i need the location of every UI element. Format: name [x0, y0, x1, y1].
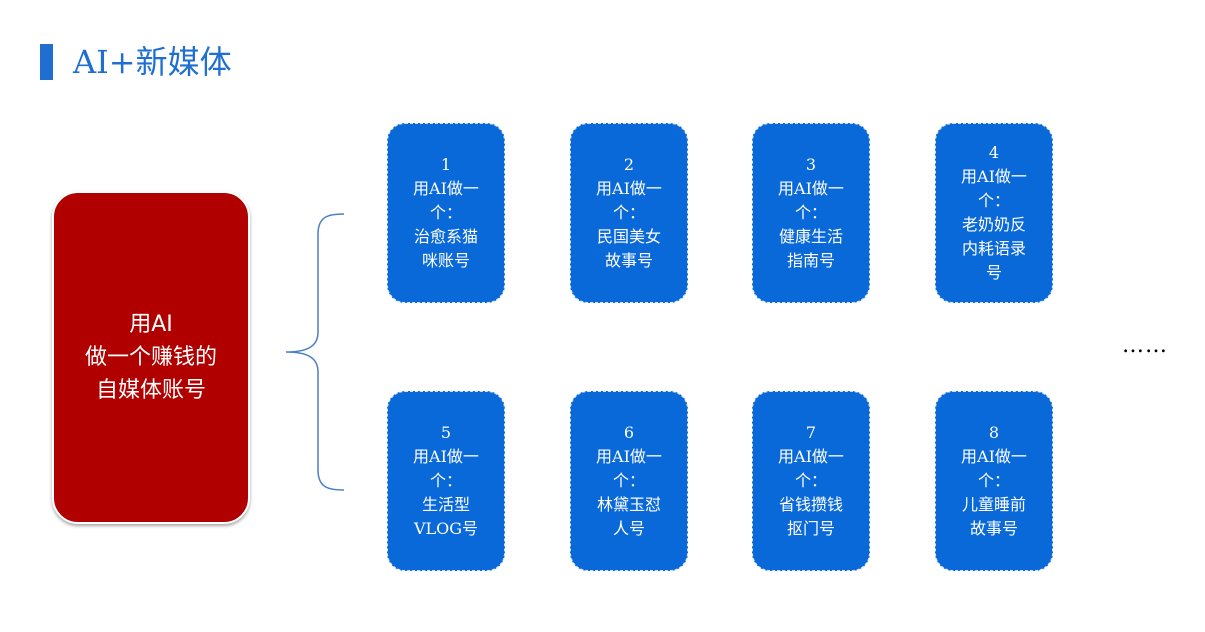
card-number: 5	[440, 423, 452, 442]
card-number: 1	[440, 155, 452, 174]
page-title: AI+新媒体	[73, 43, 232, 81]
card-text-line: 个：	[977, 191, 1010, 210]
title-accent-bar	[40, 44, 53, 80]
center-topic-line: 做一个赚钱的	[84, 345, 217, 370]
card-text-line: 林黛玉怼	[596, 495, 661, 514]
card-text-line: 健康生活	[778, 227, 843, 246]
card-number: 8	[988, 423, 1000, 442]
card-text-line: VLOG号	[413, 519, 479, 538]
card-text-line: 用AI做一	[961, 447, 1027, 466]
card-text-line: 儿童睡前	[961, 495, 1026, 514]
card-text-line: 用AI做一	[413, 447, 479, 466]
card-number: 7	[805, 423, 817, 442]
card-text-line: 用AI做一	[596, 447, 662, 466]
card-text-line: 老奶奶反	[961, 215, 1026, 234]
card-text-line: 指南号	[786, 251, 835, 270]
card-text-line: 个：	[612, 203, 645, 222]
idea-card-1: 1 用AI做一 个： 治愈系猫 咪账号	[387, 123, 505, 303]
card-number: 3	[805, 155, 817, 174]
idea-card-8: 8 用AI做一 个： 儿童睡前 故事号	[935, 391, 1053, 571]
card-text-line: 民国美女	[596, 227, 661, 246]
card-text-line: 个：	[429, 471, 462, 490]
card-number: 4	[988, 143, 1000, 162]
card-text-line: 个：	[794, 471, 827, 490]
card-text-line: 用AI做一	[596, 179, 662, 198]
card-text-line: 内耗语录	[961, 239, 1026, 258]
card-text-line: 生活型	[421, 495, 470, 514]
more-ellipsis: ……	[1122, 333, 1168, 358]
card-text-line: 号	[985, 263, 1002, 282]
card-text-line: 个：	[429, 203, 462, 222]
card-text-line: 个：	[612, 471, 645, 490]
card-text-line: 用AI做一	[778, 447, 844, 466]
card-text-line: 个：	[794, 203, 827, 222]
card-text-line: 抠门号	[786, 519, 835, 538]
card-text-line: 人号	[612, 519, 645, 538]
card-number: 2	[623, 155, 635, 174]
card-text-line: 治愈系猫	[413, 227, 478, 246]
center-topic-line: 自媒体账号	[95, 378, 206, 403]
card-text-line: 用AI做一	[778, 179, 844, 198]
card-text-line: 故事号	[969, 519, 1018, 538]
curly-brace-connector	[285, 213, 345, 491]
card-text-line: 个：	[977, 471, 1010, 490]
idea-card-6: 6 用AI做一 个： 林黛玉怼 人号	[570, 391, 688, 571]
center-topic-line: 用AI	[129, 312, 173, 337]
card-text-line: 咪账号	[421, 251, 470, 270]
idea-card-5: 5 用AI做一 个： 生活型 VLOG号	[387, 391, 505, 571]
idea-card-4: 4 用AI做一 个： 老奶奶反 内耗语录 号	[935, 123, 1053, 303]
idea-card-3: 3 用AI做一 个： 健康生活 指南号	[752, 123, 870, 303]
card-text-line: 用AI做一	[413, 179, 479, 198]
idea-card-2: 2 用AI做一 个： 民国美女 故事号	[570, 123, 688, 303]
idea-card-7: 7 用AI做一 个： 省钱攒钱 抠门号	[752, 391, 870, 571]
card-text-line: 省钱攒钱	[778, 495, 843, 514]
card-number: 6	[623, 423, 635, 442]
center-topic-box: 用AI 做一个赚钱的 自媒体账号	[52, 191, 250, 524]
card-text-line: 故事号	[604, 251, 653, 270]
card-text-line: 用AI做一	[961, 167, 1027, 186]
